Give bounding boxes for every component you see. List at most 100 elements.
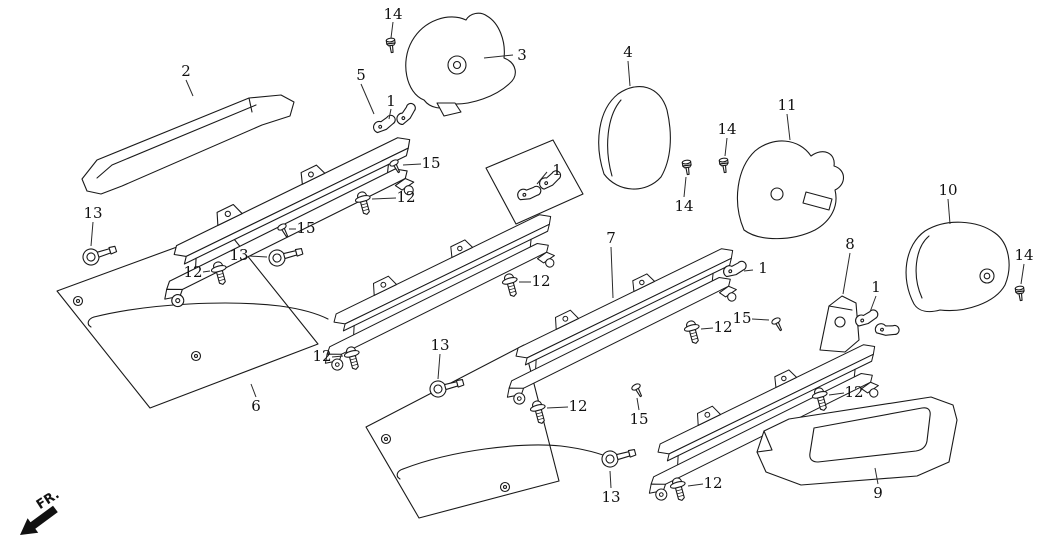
callout-4: 4: [623, 43, 633, 61]
leader-line-14: [724, 137, 728, 157]
callout-13: 13: [430, 336, 449, 354]
leader-line-13: [609, 470, 612, 489]
part-1-clamp: [516, 185, 543, 201]
part-9-side-garnish: [756, 396, 958, 486]
leader-line-12: [687, 483, 704, 487]
callout-14: 14: [674, 197, 693, 215]
fr-label: FR.: [34, 487, 62, 513]
leader-line-15: [402, 163, 422, 166]
callout-12: 12: [844, 383, 863, 401]
callout-12: 12: [703, 474, 722, 492]
part-10-center-cover: [905, 221, 1010, 313]
part-1-clamp: [392, 101, 420, 127]
part-6-protector-panel: [56, 228, 329, 409]
callout-14: 14: [383, 5, 402, 23]
callout-8: 8: [845, 235, 855, 253]
leader-line-12: [828, 392, 845, 396]
part-3-recliner-cover: [405, 12, 516, 117]
part-14-bolt: [385, 37, 397, 54]
callout-15: 15: [732, 309, 751, 327]
leader-line-4: [627, 60, 631, 87]
callout-13: 13: [83, 204, 102, 222]
leader-line-12: [331, 355, 344, 358]
part-13-knob: [599, 443, 638, 470]
part-1-clamp: [873, 320, 901, 339]
callout-13: 13: [229, 246, 248, 264]
leader-line-3: [483, 54, 514, 59]
part-4-center-cover: [598, 86, 671, 190]
part-12-bolt: [500, 271, 522, 299]
callout-5: 5: [356, 66, 366, 84]
part-14-bolt: [681, 159, 693, 176]
leader-line-8: [842, 252, 851, 295]
part-1-clamp: [370, 113, 399, 134]
leader-line-7: [610, 246, 614, 299]
callout-1: 1: [758, 259, 768, 277]
leader-line-12: [546, 406, 569, 409]
callout-13: 13: [601, 488, 620, 506]
callout-1: 1: [386, 92, 396, 110]
callout-14: 14: [717, 120, 736, 138]
leader-line-2: [185, 79, 194, 97]
callout-1: 1: [552, 161, 562, 179]
leader-line-13: [90, 221, 94, 247]
leader-line-12: [202, 270, 211, 273]
fr-arrow-icon: [20, 505, 58, 535]
part-12-bolt: [682, 318, 704, 346]
part-8-bracket: [819, 295, 860, 353]
part-13-knob: [80, 240, 119, 268]
callout-10: 10: [938, 181, 957, 199]
leader-line-13: [437, 353, 441, 380]
lower-protector-panel: [365, 344, 614, 519]
callout-7: 7: [606, 229, 616, 247]
leader-line-5: [360, 83, 375, 115]
callout-12: 12: [713, 318, 732, 336]
leader-line-6: [250, 383, 257, 398]
callout-15: 15: [296, 219, 315, 237]
callout-14: 14: [1014, 246, 1033, 264]
part-1-clamp: [853, 308, 881, 328]
leader-line-11: [786, 113, 791, 141]
leader-line-9: [874, 467, 879, 485]
callout-12: 12: [312, 347, 331, 365]
part-11-recliner-cover: [736, 140, 845, 240]
leader-line-15: [751, 318, 770, 321]
leader-line-14: [683, 176, 687, 198]
part-15-screw: [770, 316, 786, 333]
callout-12: 12: [183, 263, 202, 281]
part-2-trim-cover: [81, 94, 295, 195]
callout-9: 9: [873, 484, 883, 502]
leader-line-14: [390, 21, 394, 39]
leader-line-1: [536, 171, 548, 185]
fr-direction-arrow: FR.: [20, 487, 62, 535]
leader-line-1: [743, 269, 754, 272]
callout-12: 12: [531, 272, 550, 290]
clamp-group-outline: [485, 139, 584, 225]
part-14-bolt: [1014, 285, 1026, 302]
leader-line-13: [248, 255, 268, 258]
leader-line-12: [371, 197, 397, 200]
leader-line-12: [700, 327, 714, 330]
part-15-screw: [630, 382, 646, 399]
part-13-knob: [266, 242, 305, 269]
callout-6: 6: [251, 397, 261, 415]
callout-12: 12: [396, 188, 415, 206]
callout-11: 11: [777, 96, 796, 114]
callout-12: 12: [568, 397, 587, 415]
leader-lines: [90, 21, 1025, 489]
leader-line-14: [1020, 263, 1025, 285]
part-14-bolt: [718, 157, 730, 174]
leader-line-1: [388, 108, 392, 120]
part-12-bolt: [528, 398, 550, 426]
leader-line-10: [947, 198, 951, 225]
leader-line-15: [636, 397, 640, 411]
parts-artwork: [56, 12, 1026, 519]
callout-3: 3: [517, 46, 527, 64]
callout-1: 1: [871, 278, 881, 296]
callout-15: 15: [629, 410, 648, 428]
leader-line-1: [869, 295, 877, 313]
callout-15: 15: [421, 154, 440, 172]
